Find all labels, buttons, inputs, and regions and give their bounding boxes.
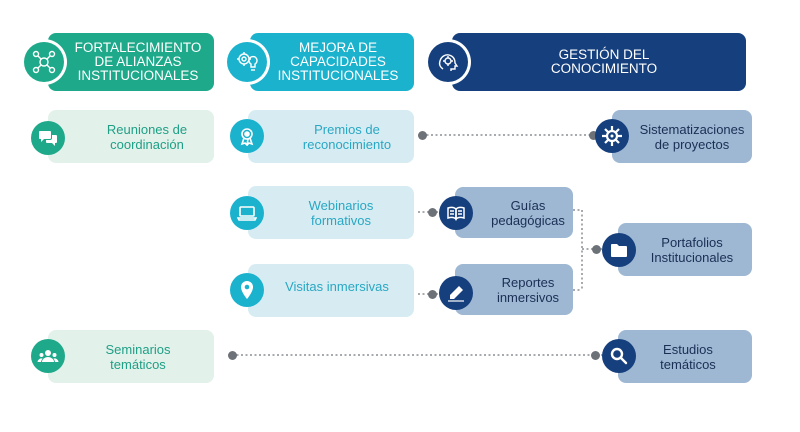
connector-dot (428, 208, 437, 217)
pencil-icon (439, 276, 473, 310)
location-pin-icon (230, 273, 264, 307)
card-reuniones: Reuniones de coordinación (48, 110, 214, 163)
magnifier-icon (602, 339, 636, 373)
card-webinarios: Webinarios formativos (248, 186, 414, 239)
header-conocimiento-icon-wrap (425, 39, 471, 85)
header-alianzas-label: FORTALECIMIENTO DE ALIANZAS INSTITUCIONA… (74, 40, 202, 83)
card-sistematizaciones: Sistematizaciones de proyectos (612, 110, 752, 163)
connector-dot (228, 351, 237, 360)
card-reportes: Reportes inmersivos (455, 264, 573, 315)
laptop-icon (230, 196, 264, 230)
card-portafolios: Portafolios Institucionales (618, 223, 752, 276)
connector-dot (428, 290, 437, 299)
card-estudios: Estudios temáticos (618, 330, 752, 383)
card-visitas: Visitas inmersivas (248, 264, 414, 317)
connector-dot (591, 351, 600, 360)
header-conocimiento-label: GESTIÓN DEL CONOCIMIENTO (550, 47, 658, 76)
card-sistematizaciones-label: Sistematizaciones de proyectos (639, 121, 745, 152)
card-webinarios-label: Webinarios formativos (308, 197, 374, 228)
card-seminarios-label: Seminarios temáticos (105, 341, 171, 372)
card-reportes-label: Reportes inmersivos (496, 274, 560, 305)
card-visitas-label: Visitas inmersivas (285, 279, 389, 294)
connector-dot (589, 131, 598, 140)
header-capacidades-icon-wrap (224, 39, 270, 85)
card-premios-label: Premios de reconocimiento (302, 121, 392, 152)
header-capacidades-label: MEJORA DE CAPACIDADES INSTITUCIONALES (277, 40, 399, 83)
header-alianzas-icon-wrap (21, 39, 67, 85)
award-medal-icon (230, 119, 264, 153)
open-book-icon (439, 196, 473, 230)
brain-gear-icon (428, 42, 468, 82)
card-guias: Guías pedagógicas (455, 187, 573, 238)
header-capacidades: MEJORA DE CAPACIDADES INSTITUCIONALES (250, 33, 414, 91)
card-guias-label: Guías pedagógicas (491, 197, 565, 228)
connector-dot (592, 245, 601, 254)
connector-dot (418, 131, 427, 140)
gear-bulb-icon (227, 42, 267, 82)
card-estudios-label: Estudios temáticos (660, 341, 716, 372)
header-conocimiento: GESTIÓN DEL CONOCIMIENTO (452, 33, 746, 91)
group-people-icon (31, 339, 65, 373)
header-alianzas: FORTALECIMIENTO DE ALIANZAS INSTITUCIONA… (48, 33, 214, 91)
folder-icon (602, 233, 636, 267)
card-premios: Premios de reconocimiento (248, 110, 414, 163)
card-portafolios-label: Portafolios Institucionales (650, 234, 734, 265)
gear-icon (595, 119, 629, 153)
card-seminarios: Seminarios temáticos (48, 330, 214, 383)
card-reuniones-label: Reuniones de coordinación (106, 121, 188, 152)
chat-bubbles-icon (31, 121, 65, 155)
network-people-icon (24, 42, 64, 82)
